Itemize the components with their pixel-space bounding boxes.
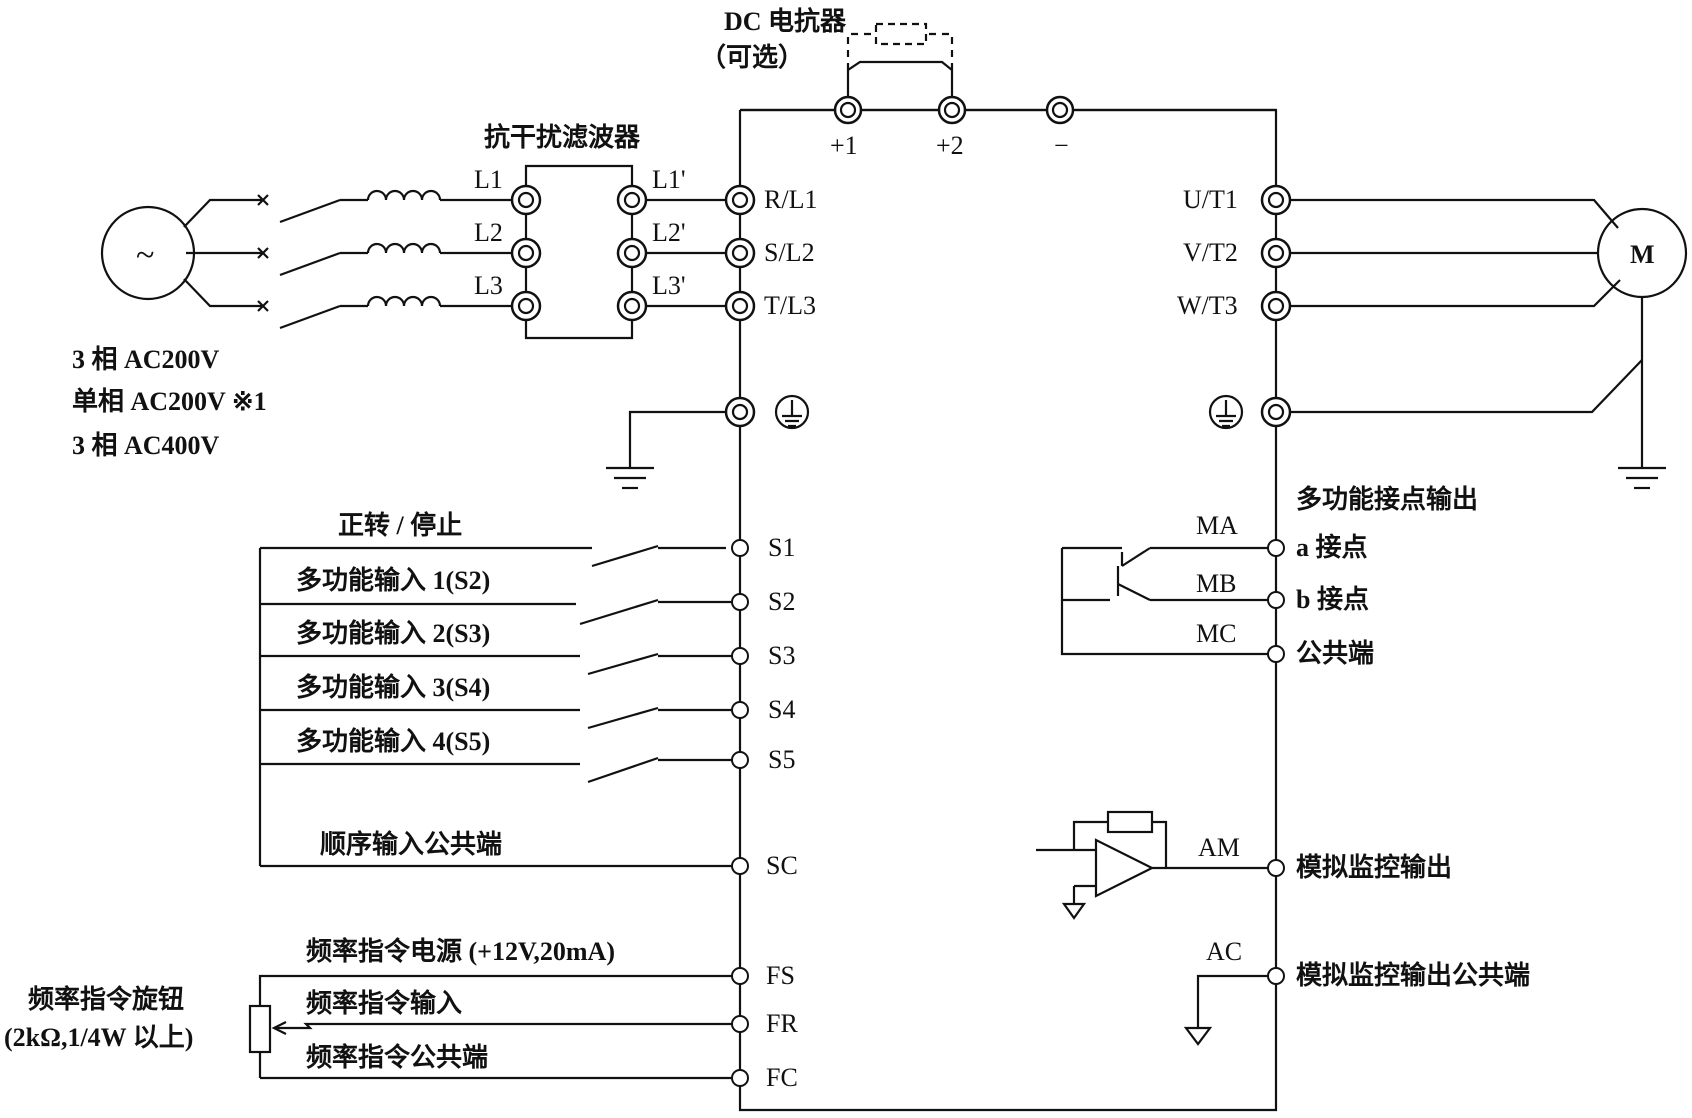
ground-icon (774, 394, 810, 430)
ground-icon (1208, 394, 1244, 430)
label-MB: MB (1196, 569, 1236, 598)
supply-1ph-200-label: 单相 AC200V ※1 (72, 387, 267, 416)
label-FC: FC (766, 1063, 798, 1092)
ac-source-symbol: ~ (136, 237, 154, 274)
label-plus2: +2 (936, 131, 964, 160)
label-S2: S2 (768, 587, 795, 616)
mfi2-label: 多功能输入 2(S3) (296, 618, 490, 648)
label-AC: AC (1206, 937, 1242, 966)
label-WT3: W/T3 (1177, 291, 1238, 320)
mfi1-label: 多功能输入 1(S2) (296, 565, 490, 595)
label-L2: L2 (474, 218, 503, 247)
input-ground (606, 394, 810, 490)
ac-desc-label: 模拟监控输出公共端 (1296, 960, 1530, 990)
freq-common-label: 频率指令公共端 (306, 1042, 488, 1072)
label-FR: FR (766, 1009, 798, 1038)
supply-3ph-400-label: 3 相 AC400V (72, 431, 220, 460)
label-L3p: L3' (652, 271, 686, 300)
label-RL1: R/L1 (764, 185, 817, 214)
analog-monitor: AM 模拟监控输出 AC 模拟监控输出公共端 (1036, 810, 1530, 1046)
pot-name-label: 频率指令旋钮 (28, 984, 184, 1014)
fwd-stop-label: 正转 / 停止 (338, 510, 462, 540)
filter-input-terminals (510, 184, 542, 322)
breaker-contacts (257, 194, 341, 330)
label-VT2: V/T2 (1183, 238, 1238, 267)
label-S4: S4 (768, 695, 795, 724)
noise-filter: 抗干扰滤波器 L1 L2 L3 L1' L2' L3' (474, 122, 726, 340)
ac-power-source: ~ 3 相 AC200V 单相 AC200V ※1 3 相 AC400V (72, 189, 520, 460)
freq-power-label: 频率指令电源 (+12V,20mA) (306, 936, 615, 966)
am-desc-label: 模拟监控输出 (1296, 852, 1452, 882)
dc-reactor-symbol (874, 22, 928, 46)
label-MA: MA (1196, 511, 1238, 540)
dc-reactor-optional-label: （可选） (700, 43, 804, 72)
dc-reactor-label: DC 电抗器 (724, 6, 847, 36)
mfi4-label: 多功能输入 4(S5) (296, 726, 490, 756)
output-terminals: U/T1 V/T2 W/T3 (1177, 184, 1621, 322)
seq-common-label: 顺序输入公共端 (320, 829, 502, 859)
label-AM: AM (1198, 833, 1240, 862)
label-S5: S5 (768, 745, 795, 774)
label-FS: FS (766, 961, 795, 990)
line-reactor-coils (340, 189, 520, 308)
noise-filter-label: 抗干扰滤波器 (484, 122, 641, 152)
mfi3-label: 多功能输入 3(S4) (296, 672, 490, 702)
mc-desc-label: 公共端 (1296, 639, 1374, 668)
label-L2p: L2' (652, 218, 686, 247)
op-amp-icon (1094, 838, 1155, 898)
dc-reactor-dashed-connection (846, 32, 954, 70)
relay-output: 多功能接点输出 MA a 接点 MB b 接点 MC 公共端 (1060, 484, 1478, 668)
potentiometer-icon (248, 1004, 272, 1054)
label-SC: SC (766, 851, 798, 880)
label-SL2: S/L2 (764, 238, 815, 267)
label-minus: − (1054, 131, 1069, 160)
label-S1: S1 (768, 533, 795, 562)
label-L1: L1 (474, 165, 503, 194)
mb-desc-label: b 接点 (1296, 584, 1369, 614)
feedback-resistor-icon (1106, 810, 1154, 834)
supply-3ph-200-label: 3 相 AC200V (72, 345, 220, 374)
frequency-reference: 频率指令电源 (+12V,20mA) FS 频率指令输入 FR 频率指令公共端 … (4, 936, 798, 1092)
relay-output-title: 多功能接点输出 (1296, 484, 1478, 514)
label-S3: S3 (768, 641, 795, 670)
motor: M (1596, 207, 1688, 490)
motor-label: M (1630, 240, 1655, 269)
output-ground (1208, 359, 1643, 430)
label-TL3: T/L3 (764, 291, 816, 320)
label-plus1: +1 (830, 131, 858, 160)
ma-desc-label: a 接点 (1296, 532, 1368, 562)
label-L3: L3 (474, 271, 503, 300)
dc-bus-terminals: DC 电抗器 （可选） +1 +2 − (700, 6, 1276, 160)
freq-input-label: 频率指令输入 (306, 988, 462, 1018)
main-input-terminals: R/L1 S/L2 T/L3 (724, 184, 817, 322)
pot-spec-label: (2kΩ,1/4W 以上) (4, 1023, 193, 1052)
filter-output-terminals (616, 184, 648, 322)
label-L1p: L1' (652, 165, 686, 194)
label-MC: MC (1196, 619, 1236, 648)
digital-inputs: 正转 / 停止 S1 多功能输入 1(S2) S2 多功能输入 2(S3) S3… (258, 510, 798, 880)
label-UT1: U/T1 (1183, 185, 1238, 214)
